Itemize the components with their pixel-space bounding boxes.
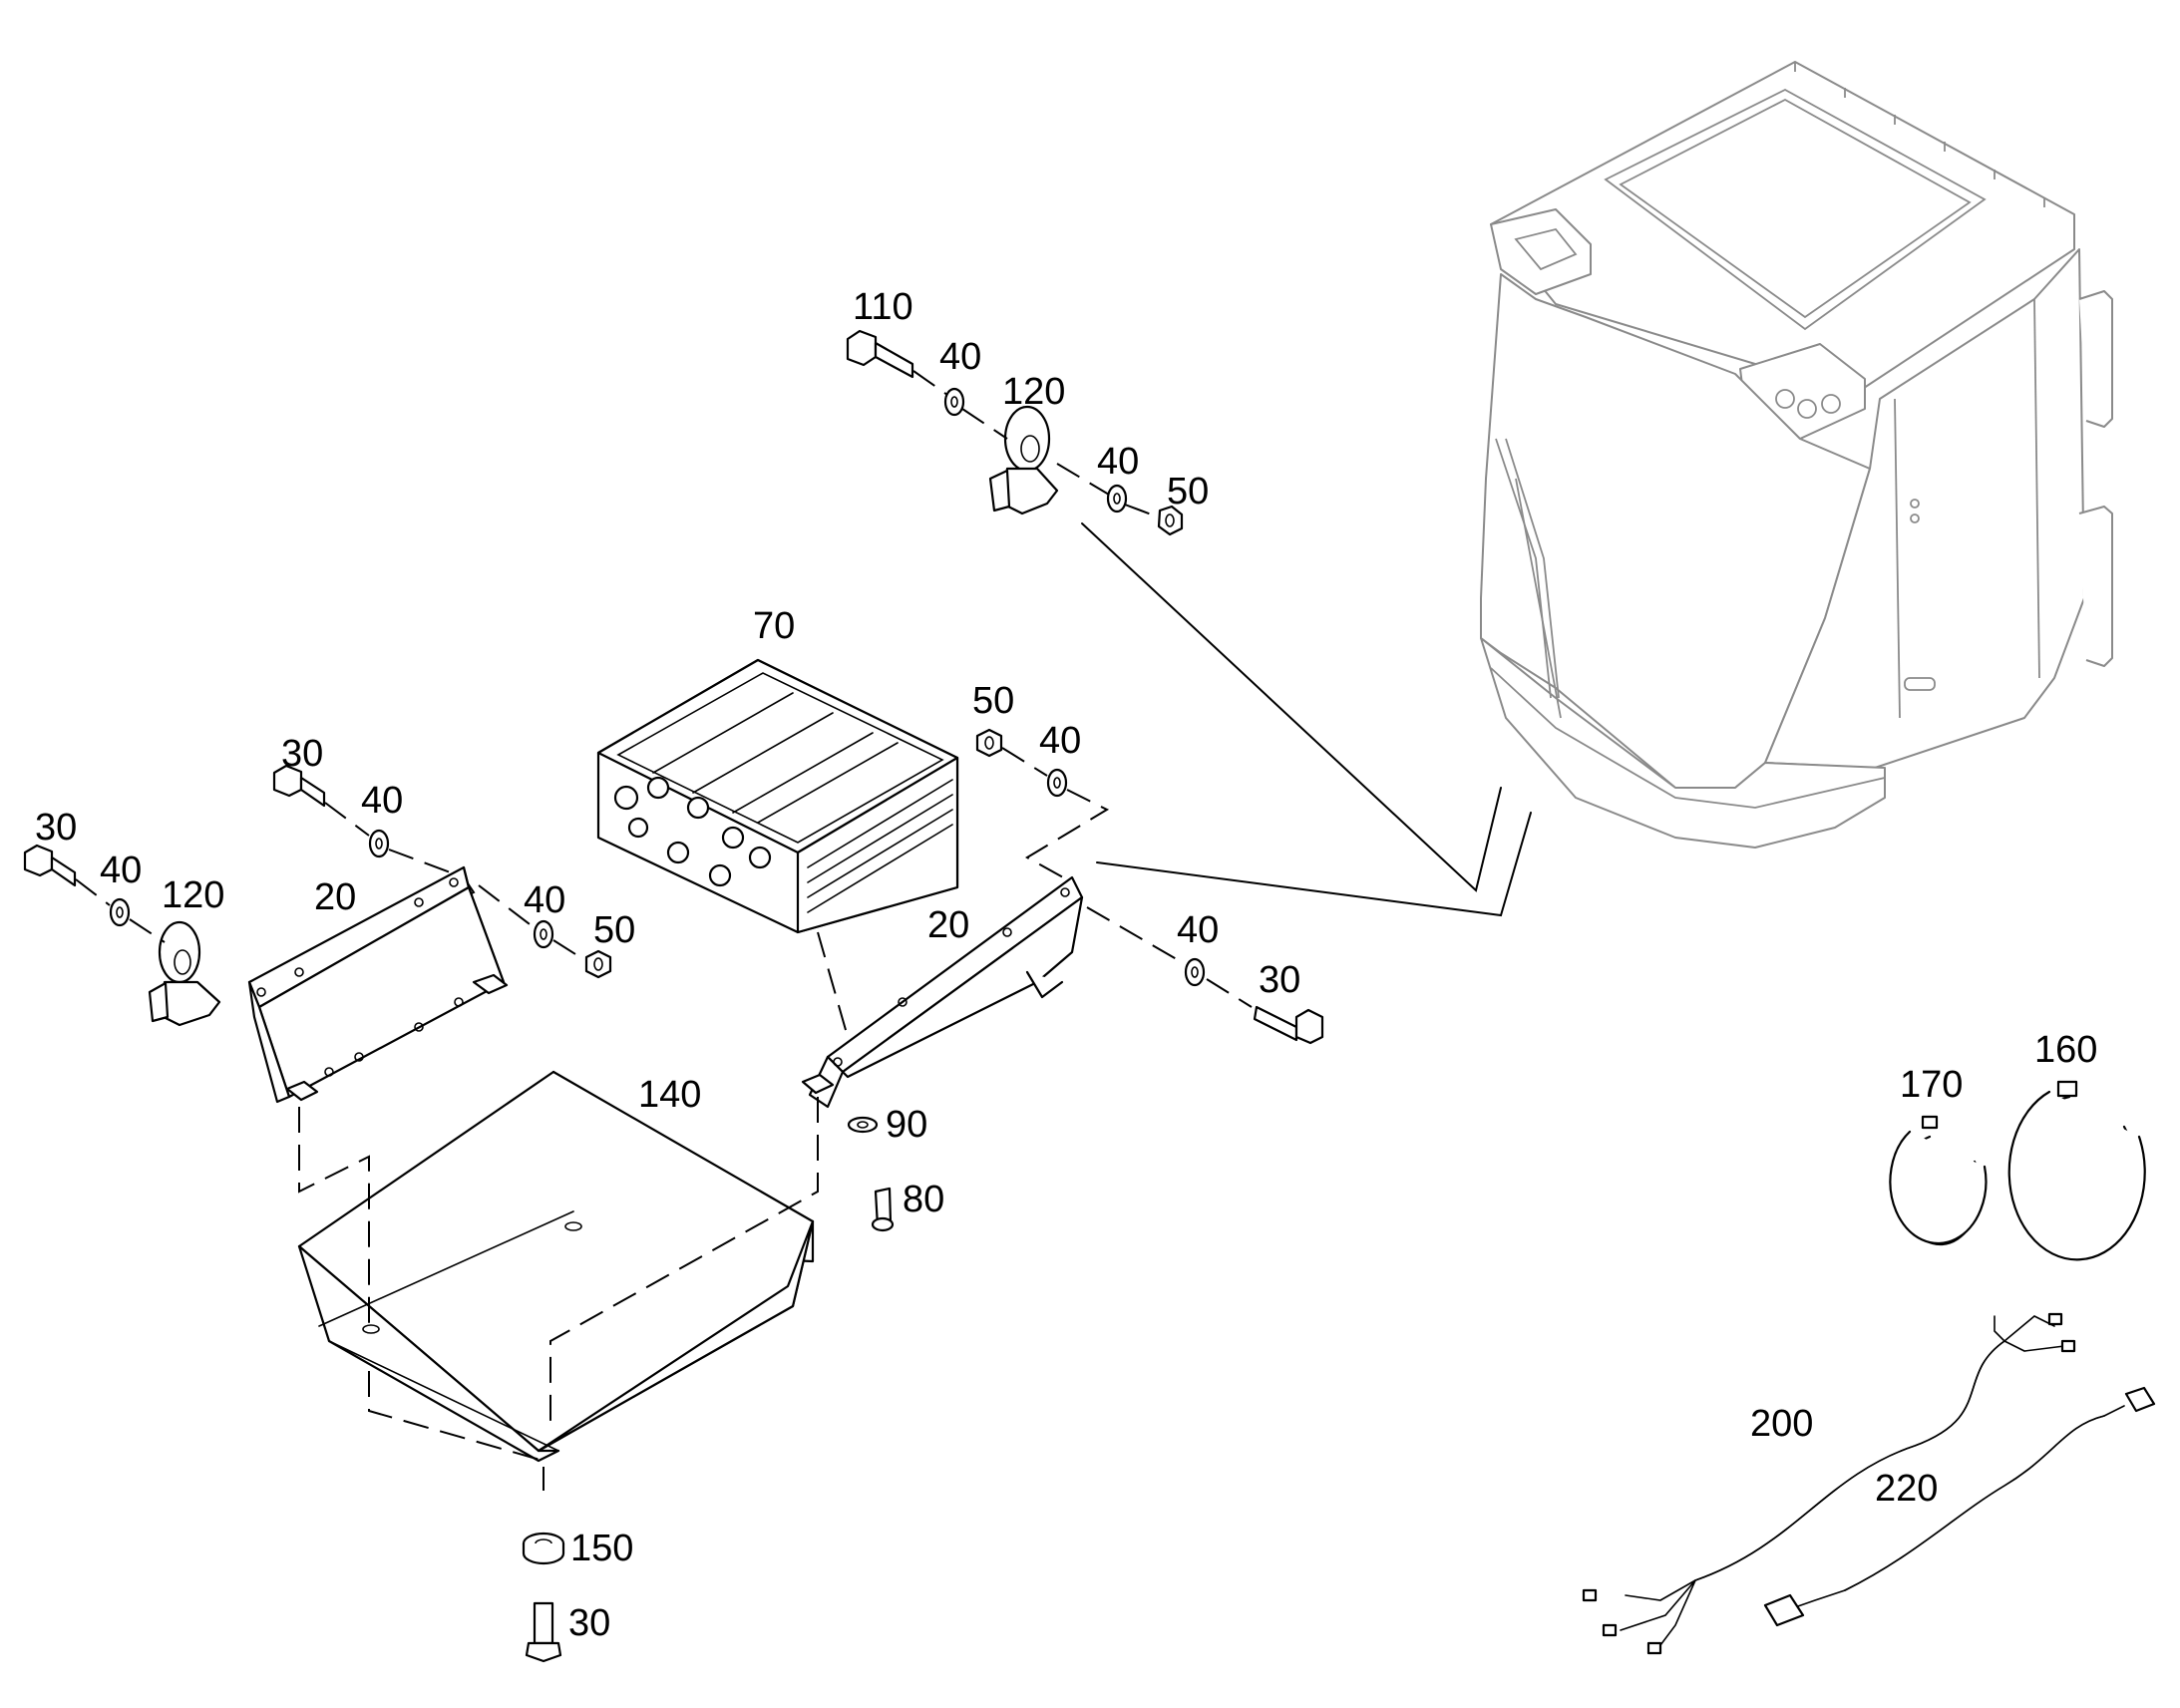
callout-washer-40-left-bracket: 40: [524, 879, 565, 921]
callout-bracket-20-left: 20: [314, 876, 356, 918]
callout-washer-40-left-a: 40: [361, 780, 403, 822]
callout-washer-90: 90: [886, 1104, 927, 1146]
harness-200: [1582, 1312, 2076, 1655]
bracket-20-left: [247, 865, 509, 1104]
washer-40-left-b: [109, 897, 131, 927]
callout-clamp-160: 160: [2034, 1029, 2097, 1071]
callout-labels: 110 40 120 40 50 70 50 40 30 40 30 40 12…: [35, 286, 2097, 1644]
bracket-20-right: [801, 875, 1084, 1109]
nut-washer-mid-right: [975, 728, 1110, 883]
radio-unit-70: [596, 658, 959, 934]
cab-leader-lines: [1081, 522, 1532, 917]
washer-40-left-bracket: [533, 919, 554, 949]
callout-bolt-30-right-bracket: 30: [1259, 959, 1300, 1001]
callout-harness-220: 220: [1875, 1468, 1938, 1510]
clamp-160: [2007, 1080, 2146, 1261]
callout-bolt-110: 110: [853, 286, 913, 328]
washer-40-left-a: [368, 829, 390, 858]
washer-40-top: [943, 387, 965, 417]
callout-washer-40-top: 40: [939, 336, 981, 378]
callout-bracket-20-right: 20: [927, 904, 969, 946]
callout-bolt-30-left-a: 30: [281, 733, 323, 775]
bolt-30-left-b: [23, 844, 77, 887]
screw-80: [871, 1187, 895, 1232]
washer-90: [847, 1116, 879, 1134]
horn-120-left: [148, 920, 221, 1027]
machine-cab-outline: [1480, 61, 2113, 849]
callout-clamp-170: 170: [1900, 1064, 1963, 1106]
nut-50-top: [1157, 505, 1184, 536]
callout-screw-80: 80: [903, 1179, 944, 1220]
callout-nut-50-left-bracket: 50: [593, 909, 635, 951]
nut-50-left-bracket: [584, 949, 612, 979]
callout-horn-120-top: 120: [1002, 371, 1065, 413]
callout-tray-140: 140: [638, 1074, 701, 1116]
bolt-110: [846, 329, 914, 379]
horn-120-top: [988, 405, 1059, 515]
bolt-30-left-a: [272, 764, 326, 808]
callout-radio-unit-70: 70: [753, 605, 795, 647]
callout-washer-40-right-bracket: 40: [1177, 909, 1219, 951]
callout-horn-120-left: 120: [162, 874, 224, 916]
clamp-170: [1889, 1115, 1988, 1246]
washer-40-top-right: [1106, 484, 1128, 513]
callout-bolt-30-bottom: 30: [568, 1602, 610, 1644]
bolt-30-right-bracket: [1253, 1005, 1324, 1045]
tray-140: [297, 1070, 815, 1463]
bolt-30-bottom: [525, 1601, 562, 1663]
callout-washer-40-top-right: 40: [1097, 441, 1139, 483]
spacer-150: [522, 1532, 565, 1565]
callout-nut-50-mid-right: 50: [972, 680, 1014, 722]
callout-spacer-150: 150: [570, 1528, 633, 1569]
callout-washer-40-mid-right: 40: [1039, 720, 1081, 762]
callout-harness-200: 200: [1750, 1403, 1813, 1445]
callout-washer-40-left-b: 40: [100, 850, 142, 891]
washer-40-right-bracket: [1184, 957, 1206, 987]
harness-220: [1763, 1386, 2156, 1627]
callout-bolt-30-left-b: 30: [35, 807, 77, 849]
callout-nut-50-top: 50: [1167, 471, 1209, 512]
horn-group-top: [846, 329, 1184, 536]
